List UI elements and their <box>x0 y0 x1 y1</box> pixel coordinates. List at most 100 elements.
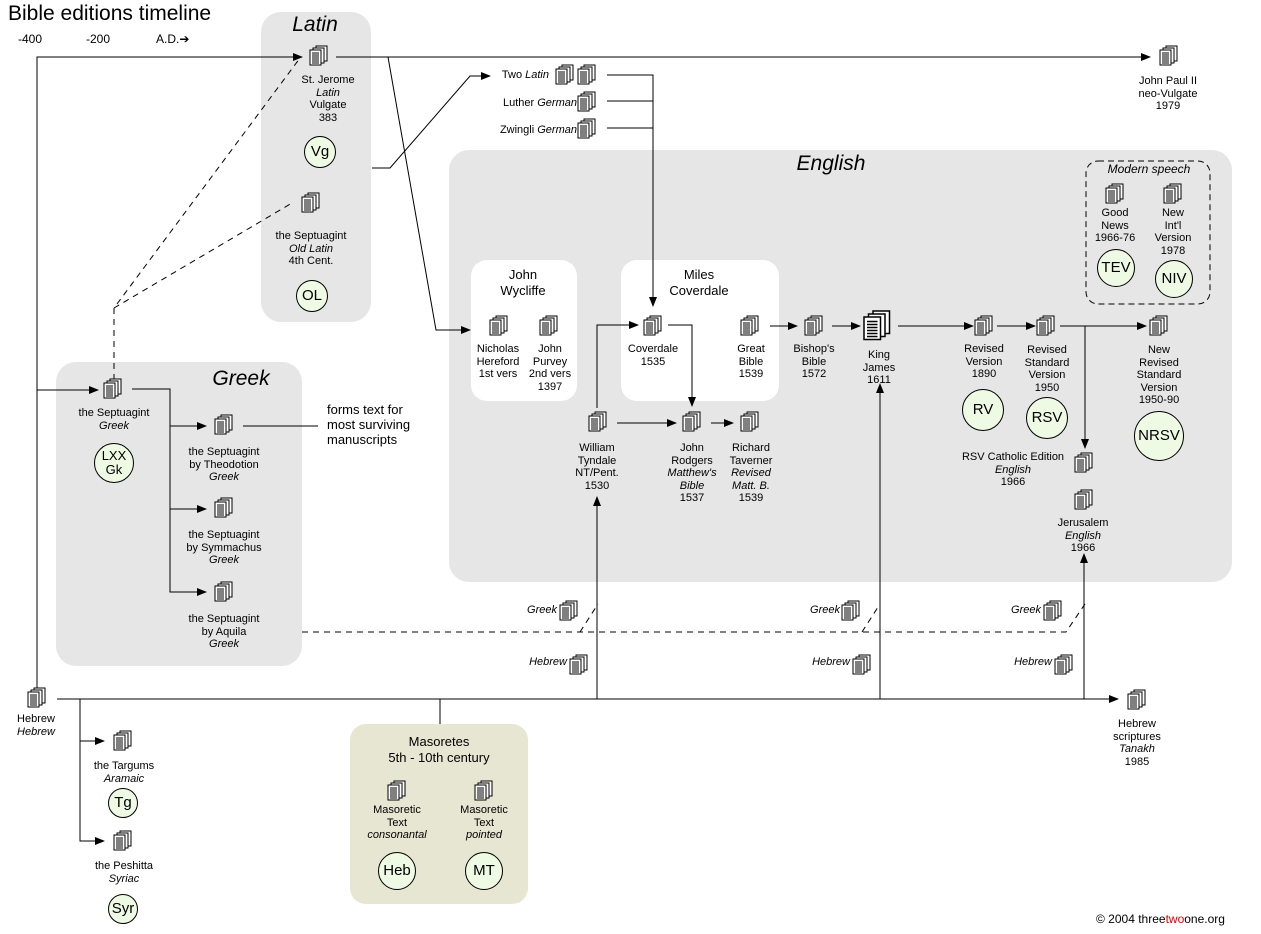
document-icon <box>309 45 328 66</box>
document-icon <box>740 315 759 336</box>
modern-speech-title: Modern speech <box>1107 162 1191 176</box>
document-icon <box>301 192 320 213</box>
wycliffe-group <box>471 260 577 401</box>
greek-source-label: Greek <box>527 604 557 616</box>
greek-group <box>56 362 302 666</box>
document-icon <box>577 91 596 112</box>
document-icon <box>804 315 823 336</box>
document-icon <box>569 654 588 675</box>
tick-minus-400: -400 <box>18 32 43 46</box>
greek-source-label: Greek <box>810 604 840 616</box>
badge-jerome: Vg <box>304 136 336 168</box>
document-icon <box>1043 600 1062 621</box>
document-icon <box>1149 315 1168 336</box>
badge-rsv: RSV <box>1026 397 1068 439</box>
document-icon <box>387 780 406 801</box>
badge-peshitta: Syr <box>108 894 138 924</box>
document-icon <box>214 497 233 518</box>
document-icon <box>27 687 46 708</box>
modern-speech-group <box>1085 160 1211 305</box>
document-icon <box>852 654 871 675</box>
document-icon <box>863 310 891 341</box>
document-icon <box>555 64 574 85</box>
badge-niv: NIV <box>1155 260 1193 298</box>
hebrew-source-label: Hebrew <box>1014 656 1052 668</box>
badge-nrsv: NRSV <box>1134 411 1184 461</box>
tick-minus-200: -200 <box>86 32 111 46</box>
document-icon <box>113 830 132 851</box>
document-icon <box>682 411 701 432</box>
badge-rv: RV <box>962 389 1004 431</box>
badge-old-latin: OL <box>296 280 328 312</box>
coverdale-group <box>621 260 779 401</box>
badge-targums: Tg <box>108 788 138 818</box>
document-icon <box>974 315 993 336</box>
document-icon <box>474 780 493 801</box>
badge-mt-pointed: MT <box>465 852 503 890</box>
greek-source-label: Greek <box>1011 604 1041 616</box>
document-icon <box>588 411 607 432</box>
english-group <box>449 150 1232 582</box>
hebrew-source-label: Hebrew <box>812 656 850 668</box>
document-icon <box>489 315 508 336</box>
page-title: Bible editions timeline <box>8 2 212 25</box>
document-icon <box>1163 183 1182 204</box>
document-icon <box>539 315 558 336</box>
latin-group-title: Latin <box>292 13 338 36</box>
document-icon <box>559 600 578 621</box>
document-icon <box>1074 489 1093 510</box>
document-icon <box>841 600 860 621</box>
badge-tev: TEV <box>1097 249 1135 287</box>
document-icon <box>740 411 759 432</box>
tick-ad: A.D.➔ <box>156 32 190 46</box>
source-zwingli-german: Zwingli German <box>499 124 577 136</box>
document-icon <box>103 378 122 399</box>
document-icon <box>1036 315 1055 336</box>
document-icon <box>577 64 596 85</box>
greek-group-title: Greek <box>212 367 270 390</box>
badge-mt-cons: Heb <box>378 852 416 890</box>
document-icon <box>214 414 233 435</box>
document-icon <box>1074 452 1093 473</box>
hebrew-source-label: Hebrew <box>529 656 567 668</box>
document-icon <box>1127 689 1146 710</box>
english-group-title: English <box>796 152 866 175</box>
copyright: © 2004 threetwoone.org <box>1096 912 1225 926</box>
document-icon <box>1105 183 1124 204</box>
source-luther-german: Luther German <box>502 97 577 109</box>
document-icon <box>113 730 132 751</box>
